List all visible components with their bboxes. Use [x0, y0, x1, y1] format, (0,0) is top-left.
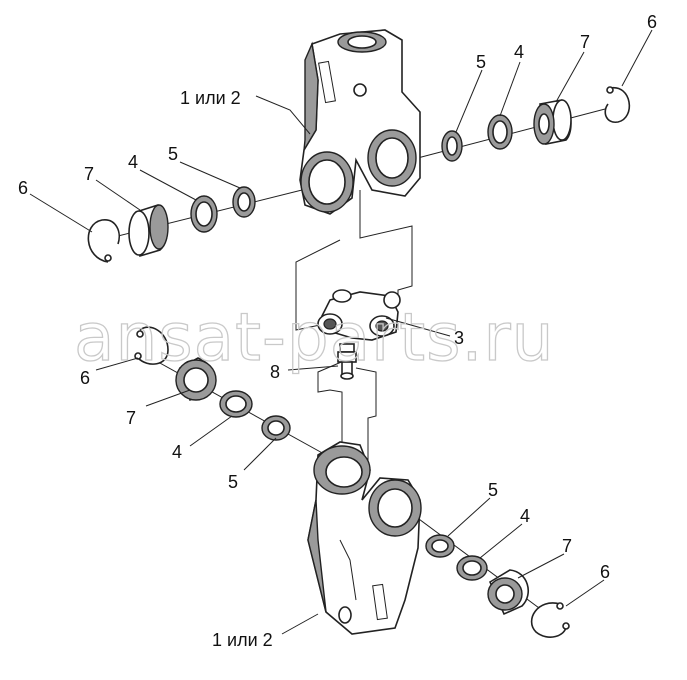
label-cross: 3: [454, 328, 464, 348]
seal-bottom-right: [456, 555, 488, 581]
label-yoke-top: 1 или 2: [180, 88, 241, 108]
circlip-top-left: [87, 219, 120, 263]
cup-top-right: [533, 99, 572, 145]
watermark: ansat-parts.ru: [74, 299, 554, 376]
label-circlip-mid-left: 6: [80, 368, 90, 388]
circlip-bottom-right: [530, 602, 570, 638]
label-cup-top-right: 7: [580, 32, 590, 52]
label-washer-mid-left: 5: [228, 472, 238, 492]
washer-mid-left: [261, 415, 291, 441]
label-seal-top-right: 4: [514, 42, 524, 62]
washer-top-left: [232, 186, 256, 218]
washer-top-right: [441, 130, 463, 162]
label-circlip-top-right: 6: [647, 12, 657, 32]
washer-bottom-right: [425, 534, 455, 558]
grease-fitting: [337, 343, 357, 380]
label-grease-fitting: 8: [270, 362, 280, 382]
label-seal-bottom-right: 4: [520, 506, 530, 526]
label-seal-top-left: 4: [128, 152, 138, 172]
label-washer-top-left: 5: [168, 144, 178, 164]
leader-lines: [29, 29, 653, 635]
label-cup-mid-left: 7: [126, 408, 136, 428]
label-cup-top-left: 7: [84, 164, 94, 184]
label-seal-mid-left: 4: [172, 442, 182, 462]
top-yoke: [299, 29, 421, 215]
label-circlip-top-left: 6: [18, 178, 28, 198]
seal-mid-left: [219, 390, 253, 418]
seal-top-right: [487, 114, 513, 150]
circlip-top-right: [604, 86, 631, 123]
cup-bottom-right: [487, 569, 530, 616]
spider-cross: [317, 289, 401, 341]
label-yoke-bottom: 1 или 2: [212, 630, 273, 650]
label-washer-top-right: 5: [476, 52, 486, 72]
callout-labels: 1 или 2 6 7 4 5 5 4 7 6 3 8 6 7 4 5 5 4 …: [18, 12, 657, 650]
circlip-mid-left: [134, 326, 169, 365]
label-washer-bottom-right: 5: [488, 480, 498, 500]
seal-top-left: [190, 195, 218, 233]
bottom-yoke: [307, 441, 422, 635]
label-cup-bottom-right: 7: [562, 536, 572, 556]
cup-top-left: [128, 204, 169, 258]
label-circlip-bottom-right: 6: [600, 562, 610, 582]
cup-mid-left: [175, 357, 217, 402]
